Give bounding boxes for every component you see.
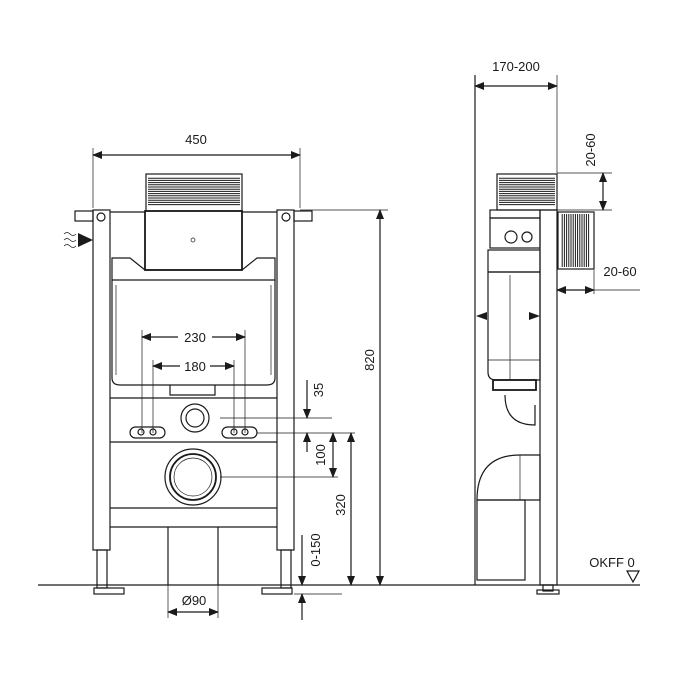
dim-leg-adjust-label: 0-150 — [308, 533, 323, 566]
bolt-slot-right — [221, 426, 258, 439]
right-foot — [261, 587, 293, 595]
dim-front-adjust-label: 20-60 — [603, 264, 636, 279]
water-inlet-arrow-icon — [78, 233, 93, 247]
actuator-box — [144, 210, 243, 271]
dim-35-label: 35 — [311, 383, 326, 397]
flush-grille-side — [496, 173, 558, 211]
drain-connection — [164, 448, 222, 506]
water-waves-icon — [63, 232, 77, 248]
bolt-slot-left — [129, 426, 166, 439]
dim-230-label: 230 — [184, 330, 206, 345]
side-view: 170-200 — [474, 59, 641, 595]
dim-width-label: 450 — [185, 132, 207, 147]
left-foot — [93, 587, 125, 595]
flush-grille-front — [145, 173, 243, 212]
front-view: 450 230 180 820 35 100 320 0-150 Ø90 — [63, 132, 388, 620]
floor-level-triangle-icon — [625, 570, 641, 584]
dim-100-label: 100 — [313, 444, 328, 466]
dim-drain-diameter-label: Ø90 — [182, 593, 207, 608]
dim-820-label: 820 — [362, 349, 377, 371]
dim-depth-label: 170-200 — [492, 59, 540, 74]
dim-top-adjust-label: 20-60 — [583, 133, 598, 166]
front-grille — [557, 211, 595, 270]
left-post — [92, 209, 111, 551]
dim-320-label: 320 — [333, 494, 348, 516]
floor-level-label: OKFF 0 — [589, 555, 635, 570]
right-post — [276, 209, 295, 551]
supply-pipe — [180, 403, 210, 433]
dim-180-label: 180 — [184, 359, 206, 374]
